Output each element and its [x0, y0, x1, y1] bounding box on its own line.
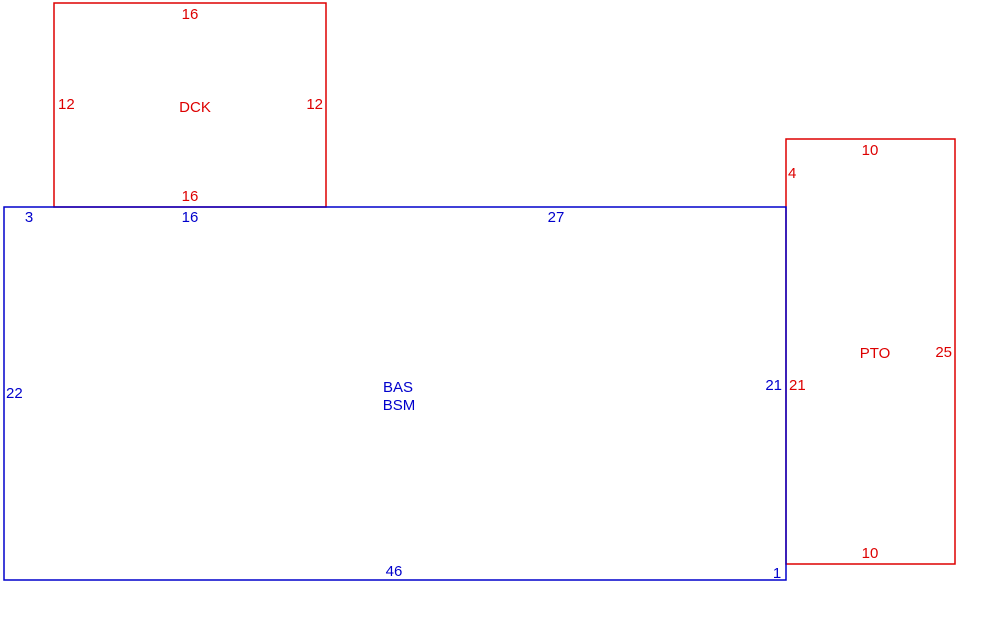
dck-bottom-dimension: 16: [182, 188, 199, 205]
bas-bottom-right-dimension: 1: [773, 565, 781, 582]
bas-top-right-dimension: 27: [548, 209, 565, 226]
pto-top-dimension: 10: [862, 142, 879, 159]
bas-right-dimension: 21: [765, 377, 782, 394]
bas-area-label: BAS: [383, 379, 413, 396]
pto-right-dimension: 25: [935, 344, 952, 361]
pto-area-label: PTO: [860, 345, 891, 362]
bas-outline: [3, 206, 787, 581]
bas-left-dimension: 22: [6, 385, 23, 402]
dck-area-label: DCK: [179, 99, 211, 116]
dck-left-dimension: 12: [58, 96, 75, 113]
bas-top-dck-dimension: 16: [182, 209, 199, 226]
dck-top-dimension: 16: [182, 6, 199, 23]
pto-left-upper-dimension: 4: [788, 165, 796, 182]
pto-left-dimension: 21: [789, 377, 806, 394]
bas-top-left-dimension: 3: [25, 209, 33, 226]
bsm-area-label: BSM: [383, 397, 416, 414]
pto-bottom-dimension: 10: [862, 545, 879, 562]
bas-bottom-dimension: 46: [386, 563, 403, 580]
dck-right-dimension: 12: [306, 96, 323, 113]
